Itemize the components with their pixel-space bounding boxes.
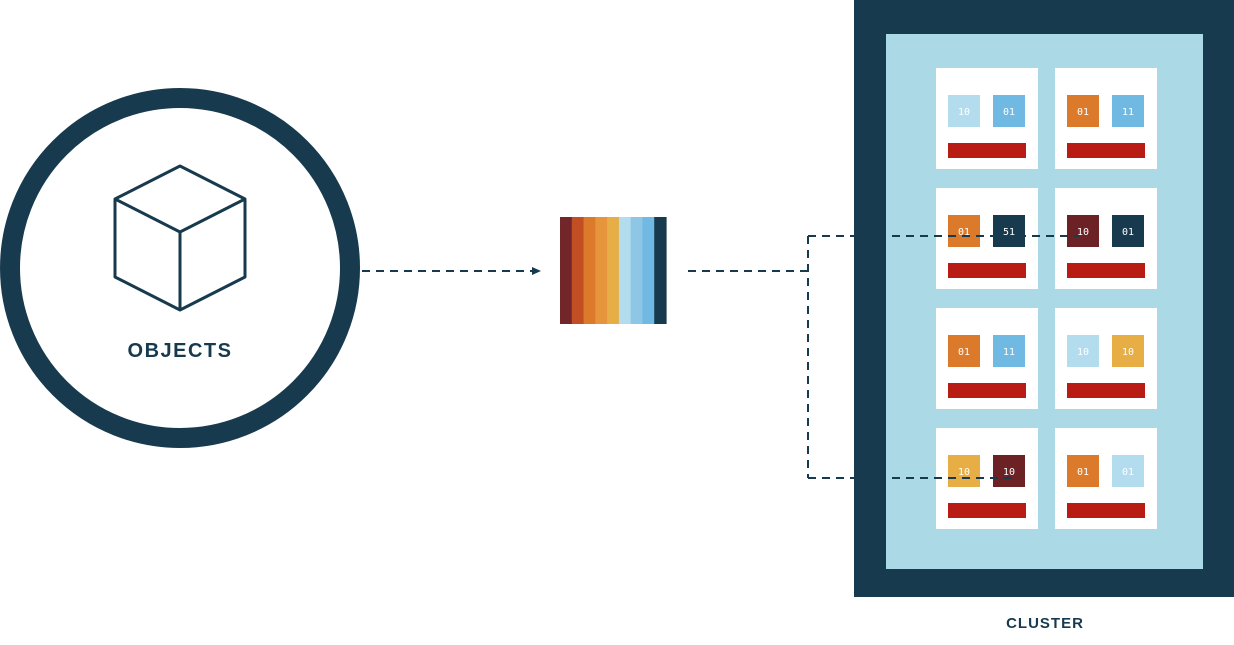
cluster-node: 10 10	[1055, 308, 1157, 409]
chip-label: 10	[1077, 347, 1089, 358]
data-chip	[948, 215, 980, 247]
data-chip	[993, 215, 1025, 247]
chip-label: 01	[1003, 107, 1015, 118]
cluster-node: 01 51	[936, 188, 1038, 289]
stripe	[654, 217, 667, 324]
node-status-bar	[948, 263, 1026, 278]
data-chip	[1112, 215, 1144, 247]
stripe	[595, 217, 608, 324]
stripe	[583, 217, 596, 324]
objects-node: OBJECTS	[0, 88, 360, 448]
node-status-bar	[948, 143, 1026, 158]
data-chip	[993, 455, 1025, 487]
data-chip	[1112, 335, 1144, 367]
stripe	[607, 217, 620, 324]
node-status-bar	[948, 503, 1026, 518]
cube-icon	[113, 164, 247, 312]
data-chip	[1067, 335, 1099, 367]
node-status-bar	[1067, 383, 1145, 398]
chip-label: 11	[1003, 347, 1015, 358]
chip-label: 10	[1122, 347, 1134, 358]
chip-label: 10	[958, 467, 970, 478]
data-chip	[993, 95, 1025, 127]
cluster-label: CLUSTER	[1006, 615, 1084, 632]
stripe	[560, 217, 573, 324]
chip-label: 51	[1003, 227, 1015, 238]
node-status-bar	[1067, 263, 1145, 278]
chip-label: 10	[958, 107, 970, 118]
data-chip	[993, 335, 1025, 367]
data-chip	[1112, 95, 1144, 127]
cluster-frame: 10 01 01 11 01 51 10 01 01 11 10 10 10 10 01 01	[854, 0, 1234, 597]
data-chip	[948, 95, 980, 127]
data-chip	[1067, 215, 1099, 247]
objects-label: OBJECTS	[128, 340, 233, 362]
stripe	[618, 217, 632, 324]
chip-label: 10	[1077, 227, 1089, 238]
chip-label: 01	[1122, 467, 1134, 478]
chip-label: 11	[1122, 107, 1134, 118]
cluster-node: 10 01	[1055, 188, 1157, 289]
data-chip	[1112, 455, 1144, 487]
cluster-node: 01 11	[1055, 68, 1157, 169]
chip-label: 01	[958, 347, 970, 358]
cluster-node: 10 01	[936, 68, 1038, 169]
data-chip	[948, 335, 980, 367]
cluster-node: 01 11	[936, 308, 1038, 409]
stripe	[642, 217, 655, 324]
cluster-node: 01 01	[1055, 428, 1157, 529]
data-chip	[1067, 95, 1099, 127]
node-status-bar	[1067, 503, 1145, 518]
chip-label: 10	[1003, 467, 1015, 478]
striped-bar-icon	[560, 217, 667, 324]
stripe	[571, 217, 585, 324]
routing-lines	[688, 235, 1080, 479]
data-chip	[1067, 455, 1099, 487]
chip-label: 01	[958, 227, 970, 238]
chip-label: 01	[1077, 107, 1089, 118]
data-chip	[948, 455, 980, 487]
stripe	[630, 217, 644, 324]
node-status-bar	[948, 383, 1026, 398]
node-status-bar	[1067, 143, 1145, 158]
chip-label: 01	[1122, 227, 1134, 238]
chip-label: 01	[1077, 467, 1089, 478]
